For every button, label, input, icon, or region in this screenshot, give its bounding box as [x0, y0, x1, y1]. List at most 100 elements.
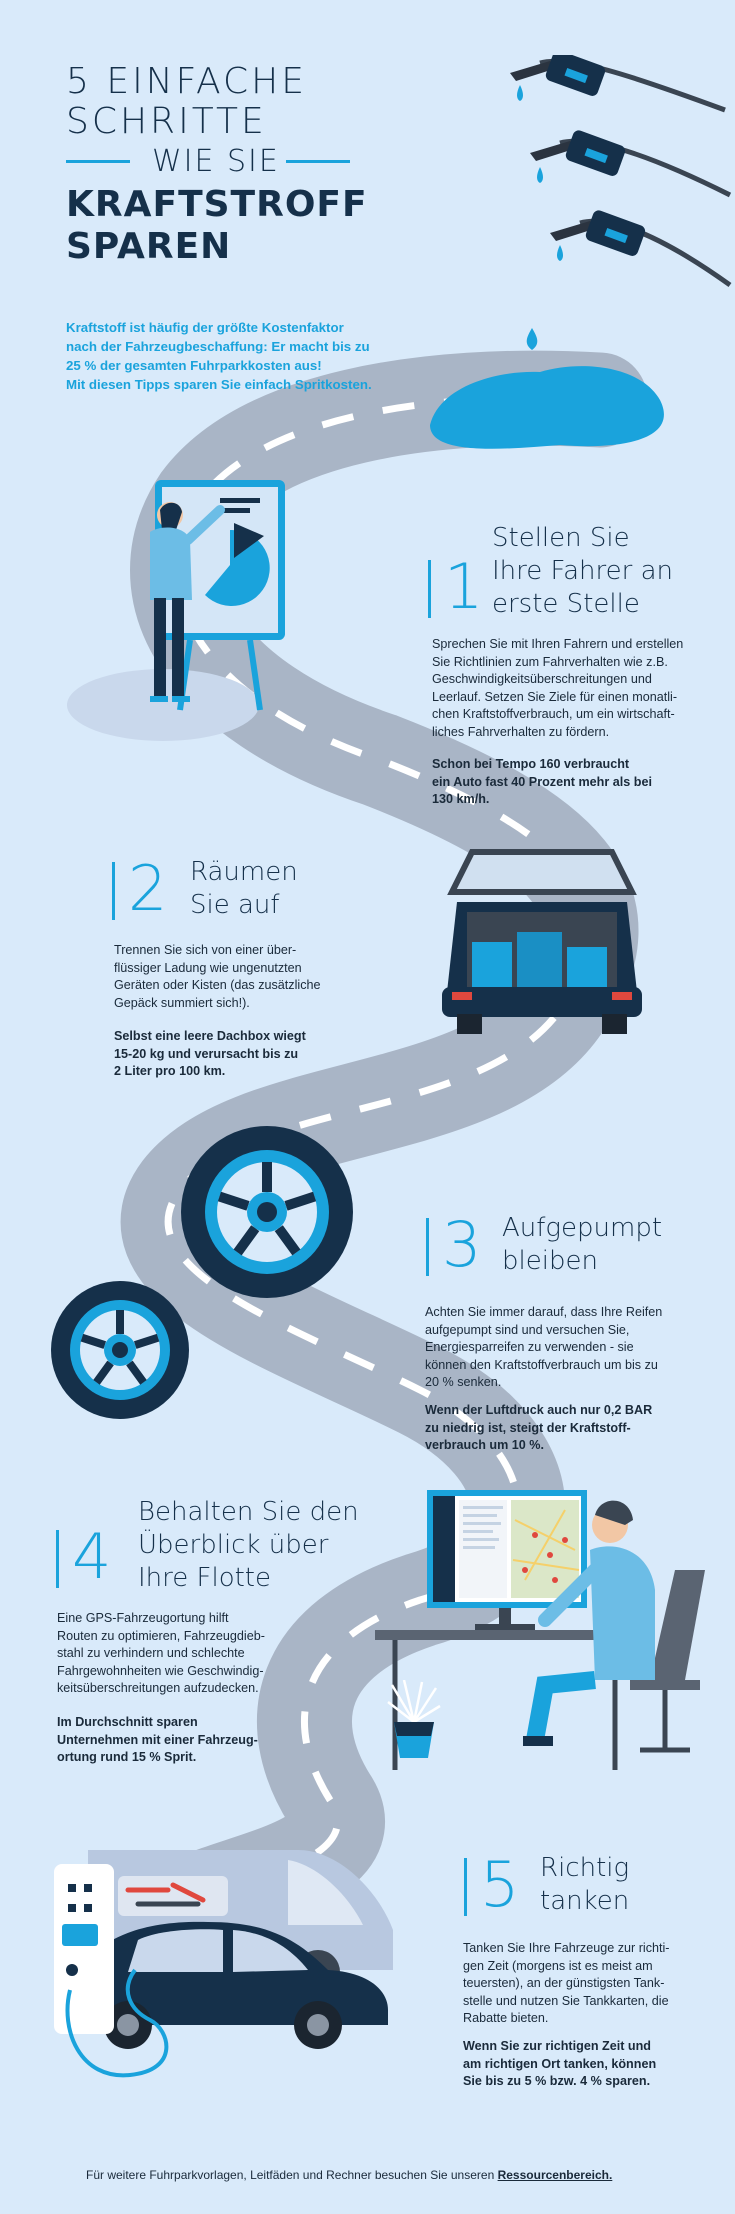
- body-line: keitsüberschreitungen aufzudecken.: [57, 1681, 259, 1695]
- tire-icon: [51, 1281, 189, 1419]
- highlight-line: 15-20 kg und verursacht bis zu: [114, 1046, 299, 1061]
- body-line: gen Zeit (morgens ist es meist am: [463, 1958, 653, 1973]
- step-title-line: Überblick über: [138, 1530, 329, 1560]
- highlight-line: ortung rund 15 % Sprit.: [57, 1750, 197, 1764]
- car-icon: [68, 1921, 388, 2049]
- body-line: Leerlauf. Setzen Sie Ziele für einen mon…: [432, 689, 678, 704]
- title-line-4: KRAFTSTROFF: [66, 184, 368, 225]
- body-line: teuersten), an der günstigsten Tank-: [463, 1976, 665, 1990]
- tire-icon: [181, 1126, 353, 1298]
- body-line: Routen zu optimieren, Fahrzeugdieb-: [57, 1628, 265, 1643]
- title-line-2: SCHRITTE: [66, 101, 267, 142]
- step-1-number: 1: [444, 550, 484, 623]
- body-line: Fahrgewohnheiten wie Geschwindig-: [57, 1663, 264, 1678]
- intro-text: Kraftstoff ist häufig der größte Kostenf…: [66, 318, 446, 394]
- step-title-line: Behalten Sie den: [138, 1497, 359, 1527]
- intro-line: Mit diesen Tipps sparen Sie einfach Spri…: [66, 377, 372, 392]
- fuel-drop-icon: [526, 328, 538, 350]
- intro-line: 25 % der gesamten Fuhrparkkosten aus!: [66, 358, 322, 373]
- step-title-line: Richtig: [540, 1853, 630, 1883]
- step-1-highlight: Schon bei Tempo 160 verbraucht ein Auto …: [432, 756, 722, 809]
- title-line-3: WIE SIE: [152, 144, 280, 179]
- footer: Für weitere Fuhrparkvorlagen, Leitfäden …: [86, 2168, 726, 2182]
- highlight-line: Unternehmen mit einer Fahrzeug-: [57, 1732, 258, 1747]
- highlight-line: ein Auto fast 40 Prozent mehr als bei: [432, 774, 652, 789]
- step-1-body: Sprechen Sie mit Ihren Fahrern und erste…: [432, 636, 722, 741]
- title-line-5: SPAREN: [66, 226, 232, 267]
- resources-link[interactable]: Ressourcenbereich.: [497, 2168, 613, 2182]
- body-line: Eine GPS-Fahrzeugortung hilft: [57, 1611, 229, 1625]
- highlight-line: Wenn der Luftdruck auch nur 0,2 BAR: [425, 1403, 653, 1417]
- plant-icon: [387, 1680, 441, 1758]
- intro-line: nach der Fahrzeugbeschaffung: Er macht b…: [66, 339, 370, 354]
- step-title-line: Räumen: [190, 857, 298, 887]
- body-line: 20 % senken.: [425, 1375, 502, 1389]
- highlight-line: Im Durchschnitt sparen: [57, 1715, 198, 1729]
- step-5-body: Tanken Sie Ihre Fahrzeuge zur richti- ge…: [463, 1940, 713, 2028]
- body-line: Trennen Sie sich von einer über-: [114, 943, 297, 957]
- step-5-highlight: Wenn Sie zur richtigen Zeit und am richt…: [463, 2038, 723, 2091]
- title-line-1: 5 EINFACHE: [66, 61, 307, 102]
- intro-line: Kraftstoff ist häufig der größte Kostenf…: [66, 320, 344, 335]
- step-4-bar: [56, 1530, 59, 1588]
- step-title-line: Sie auf: [190, 890, 280, 920]
- highlight-line: Wenn Sie zur richtigen Zeit und: [463, 2039, 651, 2053]
- step-2-title: Räumen Sie auf: [190, 856, 298, 922]
- body-line: aufgepumpt sind und versuchen Sie,: [425, 1322, 630, 1337]
- body-line: Rabatte bieten.: [463, 2011, 549, 2025]
- step-title-line: erste Stelle: [492, 589, 640, 619]
- footer-text: Für weitere Fuhrparkvorlagen, Leitfäden …: [86, 2168, 498, 2182]
- body-line: können den Kraftstoffverbrauch um bis zu: [425, 1357, 658, 1372]
- body-line: chen Kraftstoffverbrauch, um ein wirtsch…: [432, 707, 675, 721]
- step-4-highlight: Im Durchschnitt sparen Unternehmen mit e…: [57, 1714, 327, 1767]
- body-line: Energiesparreifen zu verwenden - sie: [425, 1340, 634, 1354]
- body-line: flüssiger Ladung wie ungenutzten: [114, 960, 302, 975]
- highlight-line: Schon bei Tempo 160 verbraucht: [432, 757, 630, 771]
- step-3-highlight: Wenn der Luftdruck auch nur 0,2 BAR zu n…: [425, 1402, 715, 1455]
- step-4-number: 4: [72, 1520, 112, 1593]
- step-title-line: Aufgepumpt: [502, 1213, 663, 1243]
- step-1-bar: [428, 560, 431, 618]
- body-line: stahl zu verhindern und schlechte: [57, 1646, 245, 1660]
- step-3-number: 3: [442, 1208, 482, 1281]
- body-line: Sie Richtlinien zum Fahrverhalten wie z.…: [432, 654, 668, 669]
- step-2-number: 2: [128, 852, 168, 925]
- step-5-number: 5: [480, 1848, 520, 1921]
- computer-map-icon: [375, 1490, 705, 1770]
- step-4-body: Eine GPS-Fahrzeugortung hilft Routen zu …: [57, 1610, 327, 1698]
- step-1-title: Stellen Sie Ihre Fahrer an erste Stelle: [492, 522, 673, 621]
- title-rule-right: [286, 160, 350, 163]
- car-trunk-icon: [442, 849, 642, 1034]
- step-3-bar: [426, 1218, 429, 1276]
- step-title-line: tanken: [540, 1886, 630, 1916]
- body-line: Tanken Sie Ihre Fahrzeuge zur richti-: [463, 1941, 670, 1955]
- highlight-line: Sie bis zu 5 % bzw. 4 % sparen.: [463, 2074, 651, 2088]
- body-line: stelle und nutzen Sie Tankkarten, die: [463, 1993, 669, 2008]
- step-2-bar: [112, 862, 115, 920]
- step-3-title: Aufgepumpt bleiben: [502, 1212, 662, 1278]
- step-title-line: Stellen Sie: [492, 523, 630, 553]
- body-line: Gepäck summiert sich!).: [114, 995, 250, 1010]
- highlight-line: verbrauch um 10 %.: [425, 1438, 544, 1452]
- body-line: Geräten oder Kisten (das zusätzliche: [114, 978, 321, 992]
- body-line: liches Fahrverhalten zu fördern.: [432, 724, 610, 739]
- step-title-line: Ihre Fahrer an: [492, 556, 673, 586]
- step-2-highlight: Selbst eine leere Dachbox wiegt 15-20 kg…: [114, 1028, 364, 1081]
- highlight-line: zu niedrig ist, steigt der Kraftstoff-: [425, 1420, 631, 1435]
- step-2-body: Trennen Sie sich von einer über- flüssig…: [114, 942, 364, 1012]
- highlight-line: Selbst eine leere Dachbox wiegt: [114, 1029, 306, 1043]
- step-3-body: Achten Sie immer darauf, dass Ihre Reife…: [425, 1304, 715, 1392]
- step-4-title: Behalten Sie den Überblick über Ihre Flo…: [138, 1496, 359, 1595]
- highlight-line: 2 Liter pro 100 km.: [114, 1064, 226, 1078]
- fuel-nozzle-icon: [510, 55, 732, 288]
- step-5-bar: [464, 1858, 467, 1916]
- body-line: Geschwindigkeitsüberschreitungen und: [432, 672, 652, 686]
- step-title-line: bleiben: [502, 1246, 598, 1276]
- step-5-title: Richtig tanken: [540, 1852, 629, 1918]
- title-rule-left: [66, 160, 130, 163]
- presentation-board-icon: [150, 480, 285, 711]
- charging-station-icon: [54, 1864, 169, 2078]
- step-title-line: Ihre Flotte: [138, 1563, 271, 1593]
- body-line: Sprechen Sie mit Ihren Fahrern und erste…: [432, 637, 684, 651]
